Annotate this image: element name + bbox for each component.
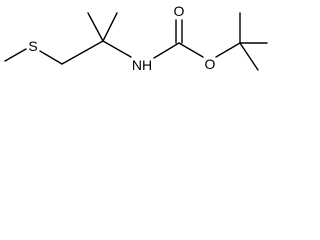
bond-o-tertc [215, 42, 241, 58]
carbonyl-oxygen-label: O [174, 3, 185, 19]
nh-atom-label: NH [132, 57, 152, 73]
bond-quatc-n [102, 40, 132, 58]
bond-carbonylc-o [178, 42, 204, 58]
bond-quatc-methyl-left [87, 12, 104, 42]
bond-lines [4, 12, 268, 71]
bond-quatc-methyl-right [102, 12, 118, 42]
bond-methyl-s [4, 48, 27, 62]
bond-ch2-quatc [61, 40, 104, 65]
ester-oxygen-label: O [205, 56, 216, 72]
structure-diagram: S NH O O [4, 3, 268, 73]
bond-tertc-methyl-bottom [239, 42, 259, 71]
bond-s-ch2 [39, 50, 63, 65]
bond-n-carbonylc [153, 42, 180, 59]
sulfur-atom-label: S [28, 38, 37, 54]
